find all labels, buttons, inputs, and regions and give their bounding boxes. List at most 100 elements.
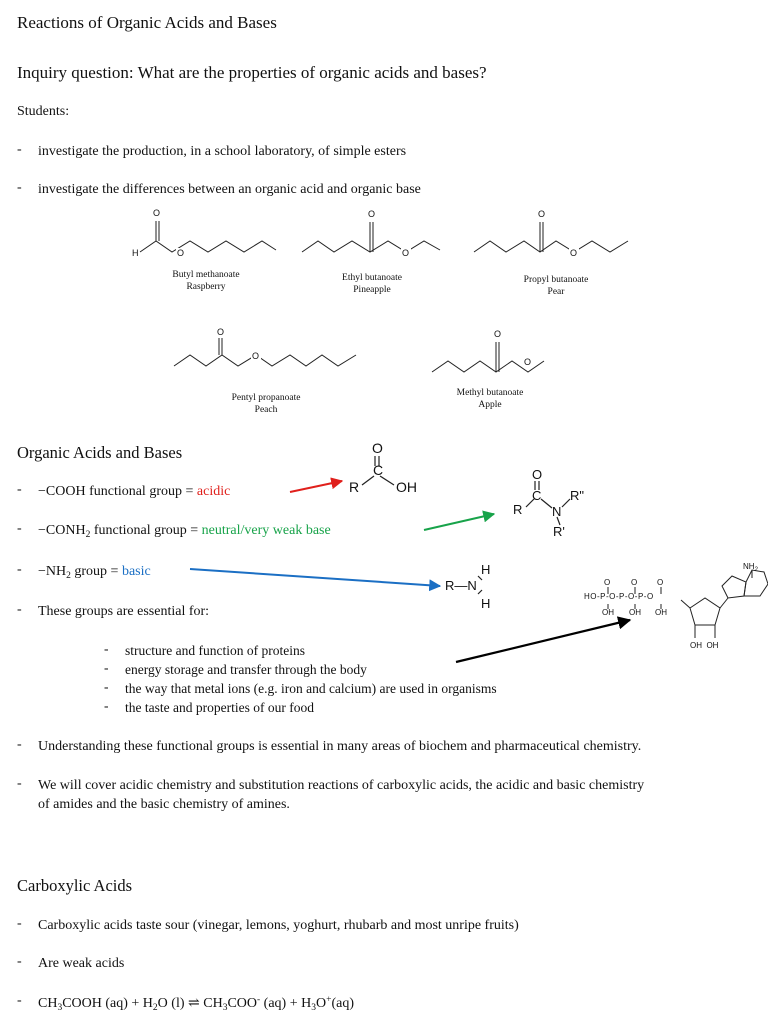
ester-name: Ethyl butanoate bbox=[342, 273, 402, 283]
atom-label-h: H bbox=[132, 248, 139, 258]
bullet-dash: - bbox=[17, 521, 22, 536]
atom-label-o: O bbox=[402, 248, 410, 258]
eq-part: COOH (aq) + H bbox=[62, 996, 153, 1011]
intro-bullet-2: investigate the differences between an o… bbox=[38, 182, 421, 197]
atp-oh-3: OH bbox=[655, 608, 667, 617]
section-heading-carboxylic: Carboxylic Acids bbox=[17, 876, 133, 895]
amide-atom-r-double-prime: R" bbox=[570, 488, 585, 503]
atp-phosphate-chain: HO-P-O-P-O-P-O bbox=[584, 592, 654, 601]
eq-part: COO bbox=[227, 996, 257, 1011]
atp-oh-2: OH bbox=[629, 608, 641, 617]
atp-ho: HO bbox=[584, 592, 597, 601]
atp-o-2: O bbox=[631, 578, 638, 587]
eq-part: O bbox=[315, 996, 327, 1011]
amine-atom-h: H bbox=[481, 562, 491, 577]
bullet-dash: - bbox=[17, 180, 22, 195]
eq-sub: 3 bbox=[57, 1003, 63, 1013]
amide-atom-c: C bbox=[532, 488, 542, 503]
nh2-subscript: 2 bbox=[66, 571, 71, 581]
eq-part: (aq) bbox=[331, 996, 354, 1011]
amide-atom-r-prime: R' bbox=[553, 524, 565, 539]
ester-flavour: Pineapple bbox=[353, 285, 391, 295]
sub-bullet-2: energy storage and transfer through the … bbox=[125, 662, 367, 677]
cooh-bullet: −COOH functional group = acidic bbox=[38, 484, 230, 500]
ester-name: Butyl methanoate bbox=[172, 270, 240, 280]
atp-nh2-sub: 2 bbox=[754, 567, 758, 573]
ester-flavour: Peach bbox=[254, 405, 278, 415]
cooh-label: −COOH functional group = bbox=[38, 484, 197, 499]
atp-oh-1: OH bbox=[602, 608, 614, 617]
ester-name: Methyl butanoate bbox=[456, 388, 524, 398]
bullet-dash: - bbox=[17, 737, 22, 752]
eq-sub: 3 bbox=[222, 1003, 228, 1013]
bullet-dash: - bbox=[17, 916, 22, 931]
ester-caption: Pentyl propanoate Peach bbox=[206, 392, 326, 416]
understanding-bullet: Understanding these functional groups is… bbox=[38, 739, 642, 754]
sub-bullet-3: the way that metal ions (e.g. iron and c… bbox=[125, 681, 497, 696]
atom-label-o: O bbox=[538, 209, 546, 219]
atom-label-o: O bbox=[217, 327, 225, 337]
conh2-bullet: −CONH2 functional group = neutral/very w… bbox=[38, 523, 331, 540]
eq-sup: - bbox=[257, 995, 261, 1005]
sub-bullet-dash: - bbox=[104, 698, 109, 713]
cover-bullet-line-2: of amides and the basic chemistry of ami… bbox=[38, 797, 290, 812]
atom-label-o: O bbox=[252, 351, 260, 361]
ester-caption: Ethyl butanoate Pineapple bbox=[312, 272, 432, 296]
weak-acid-bullet: Are weak acids bbox=[38, 956, 125, 971]
sub-bullet-4: the taste and properties of our food bbox=[125, 700, 314, 715]
eq-part: O (l) ⇌ CH bbox=[157, 996, 223, 1011]
nh2-value: basic bbox=[121, 564, 151, 579]
sub-bullet-dash: - bbox=[104, 660, 109, 675]
amine-atom-rn: R—N bbox=[445, 578, 477, 593]
atp-o-1: O bbox=[604, 578, 611, 587]
eq-part: CH bbox=[38, 996, 58, 1011]
cooh-value: acidic bbox=[196, 484, 231, 499]
ester-flavour: Raspberry bbox=[186, 282, 226, 292]
eq-sup: + bbox=[326, 995, 332, 1005]
amide-atom-o: O bbox=[532, 467, 543, 482]
ester-caption: Methyl butanoate Apple bbox=[430, 387, 550, 411]
amine-atom-h: H bbox=[481, 596, 491, 611]
conh2-value: neutral/very weak base bbox=[201, 523, 331, 538]
bullet-dash: - bbox=[17, 142, 22, 157]
sub-bullet-1: structure and function of proteins bbox=[125, 643, 305, 658]
ester-flavour: Apple bbox=[478, 400, 502, 410]
amide-atom-r: R bbox=[513, 502, 523, 517]
nh2-label-b: group = bbox=[70, 564, 122, 579]
eq-part: (aq) + H bbox=[260, 996, 312, 1011]
nh2-bullet: −NH2 group = basic bbox=[38, 564, 151, 581]
atp-nh2: NH2 bbox=[743, 562, 758, 573]
bullet-dash: - bbox=[17, 776, 22, 791]
section-heading-acids-bases: Organic Acids and Bases bbox=[17, 443, 183, 462]
ester-name: Pentyl propanoate bbox=[231, 393, 301, 403]
cooh-atom-oh: OH bbox=[396, 479, 417, 495]
intro-bullet-1: investigate the production, in a school … bbox=[38, 144, 407, 159]
conh2-label-a: −CONH bbox=[38, 523, 86, 538]
eq-sub: 2 bbox=[152, 1003, 158, 1013]
atom-label-o: O bbox=[177, 248, 185, 258]
inquiry-question: Inquiry question: What are the propertie… bbox=[17, 63, 487, 82]
atom-label-o: O bbox=[570, 248, 578, 258]
essential-intro: These groups are essential for: bbox=[38, 604, 210, 619]
bullet-dash: - bbox=[17, 562, 22, 577]
cooh-atom-o: O bbox=[372, 440, 383, 456]
cooh-atom-c: C bbox=[373, 462, 384, 478]
bullet-dash: - bbox=[17, 954, 22, 969]
cooh-atom-r: R bbox=[349, 479, 360, 495]
cover-bullet-line-1: We will cover acidic chemistry and subst… bbox=[38, 778, 645, 793]
amide-atom-n: N bbox=[552, 504, 562, 519]
conh2-label-b: functional group = bbox=[90, 523, 202, 538]
nh2-label-a: −NH bbox=[38, 564, 67, 579]
dissociation-equation: CH3COOH (aq) + H2O (l) ⇌ CH3COO- (aq) + … bbox=[38, 995, 354, 1013]
ester-name: Propyl butanoate bbox=[523, 275, 589, 285]
sub-bullet-dash: - bbox=[104, 641, 109, 656]
bullet-dash: - bbox=[17, 602, 22, 617]
ester-flavour: Pear bbox=[547, 287, 565, 297]
eq-sub: 3 bbox=[311, 1003, 316, 1013]
bullet-dash: - bbox=[17, 482, 22, 497]
conh2-subscript: 2 bbox=[85, 530, 91, 540]
atp-ribose-oh: OH OH bbox=[690, 641, 719, 650]
page-title: Reactions of Organic Acids and Bases bbox=[17, 13, 277, 32]
